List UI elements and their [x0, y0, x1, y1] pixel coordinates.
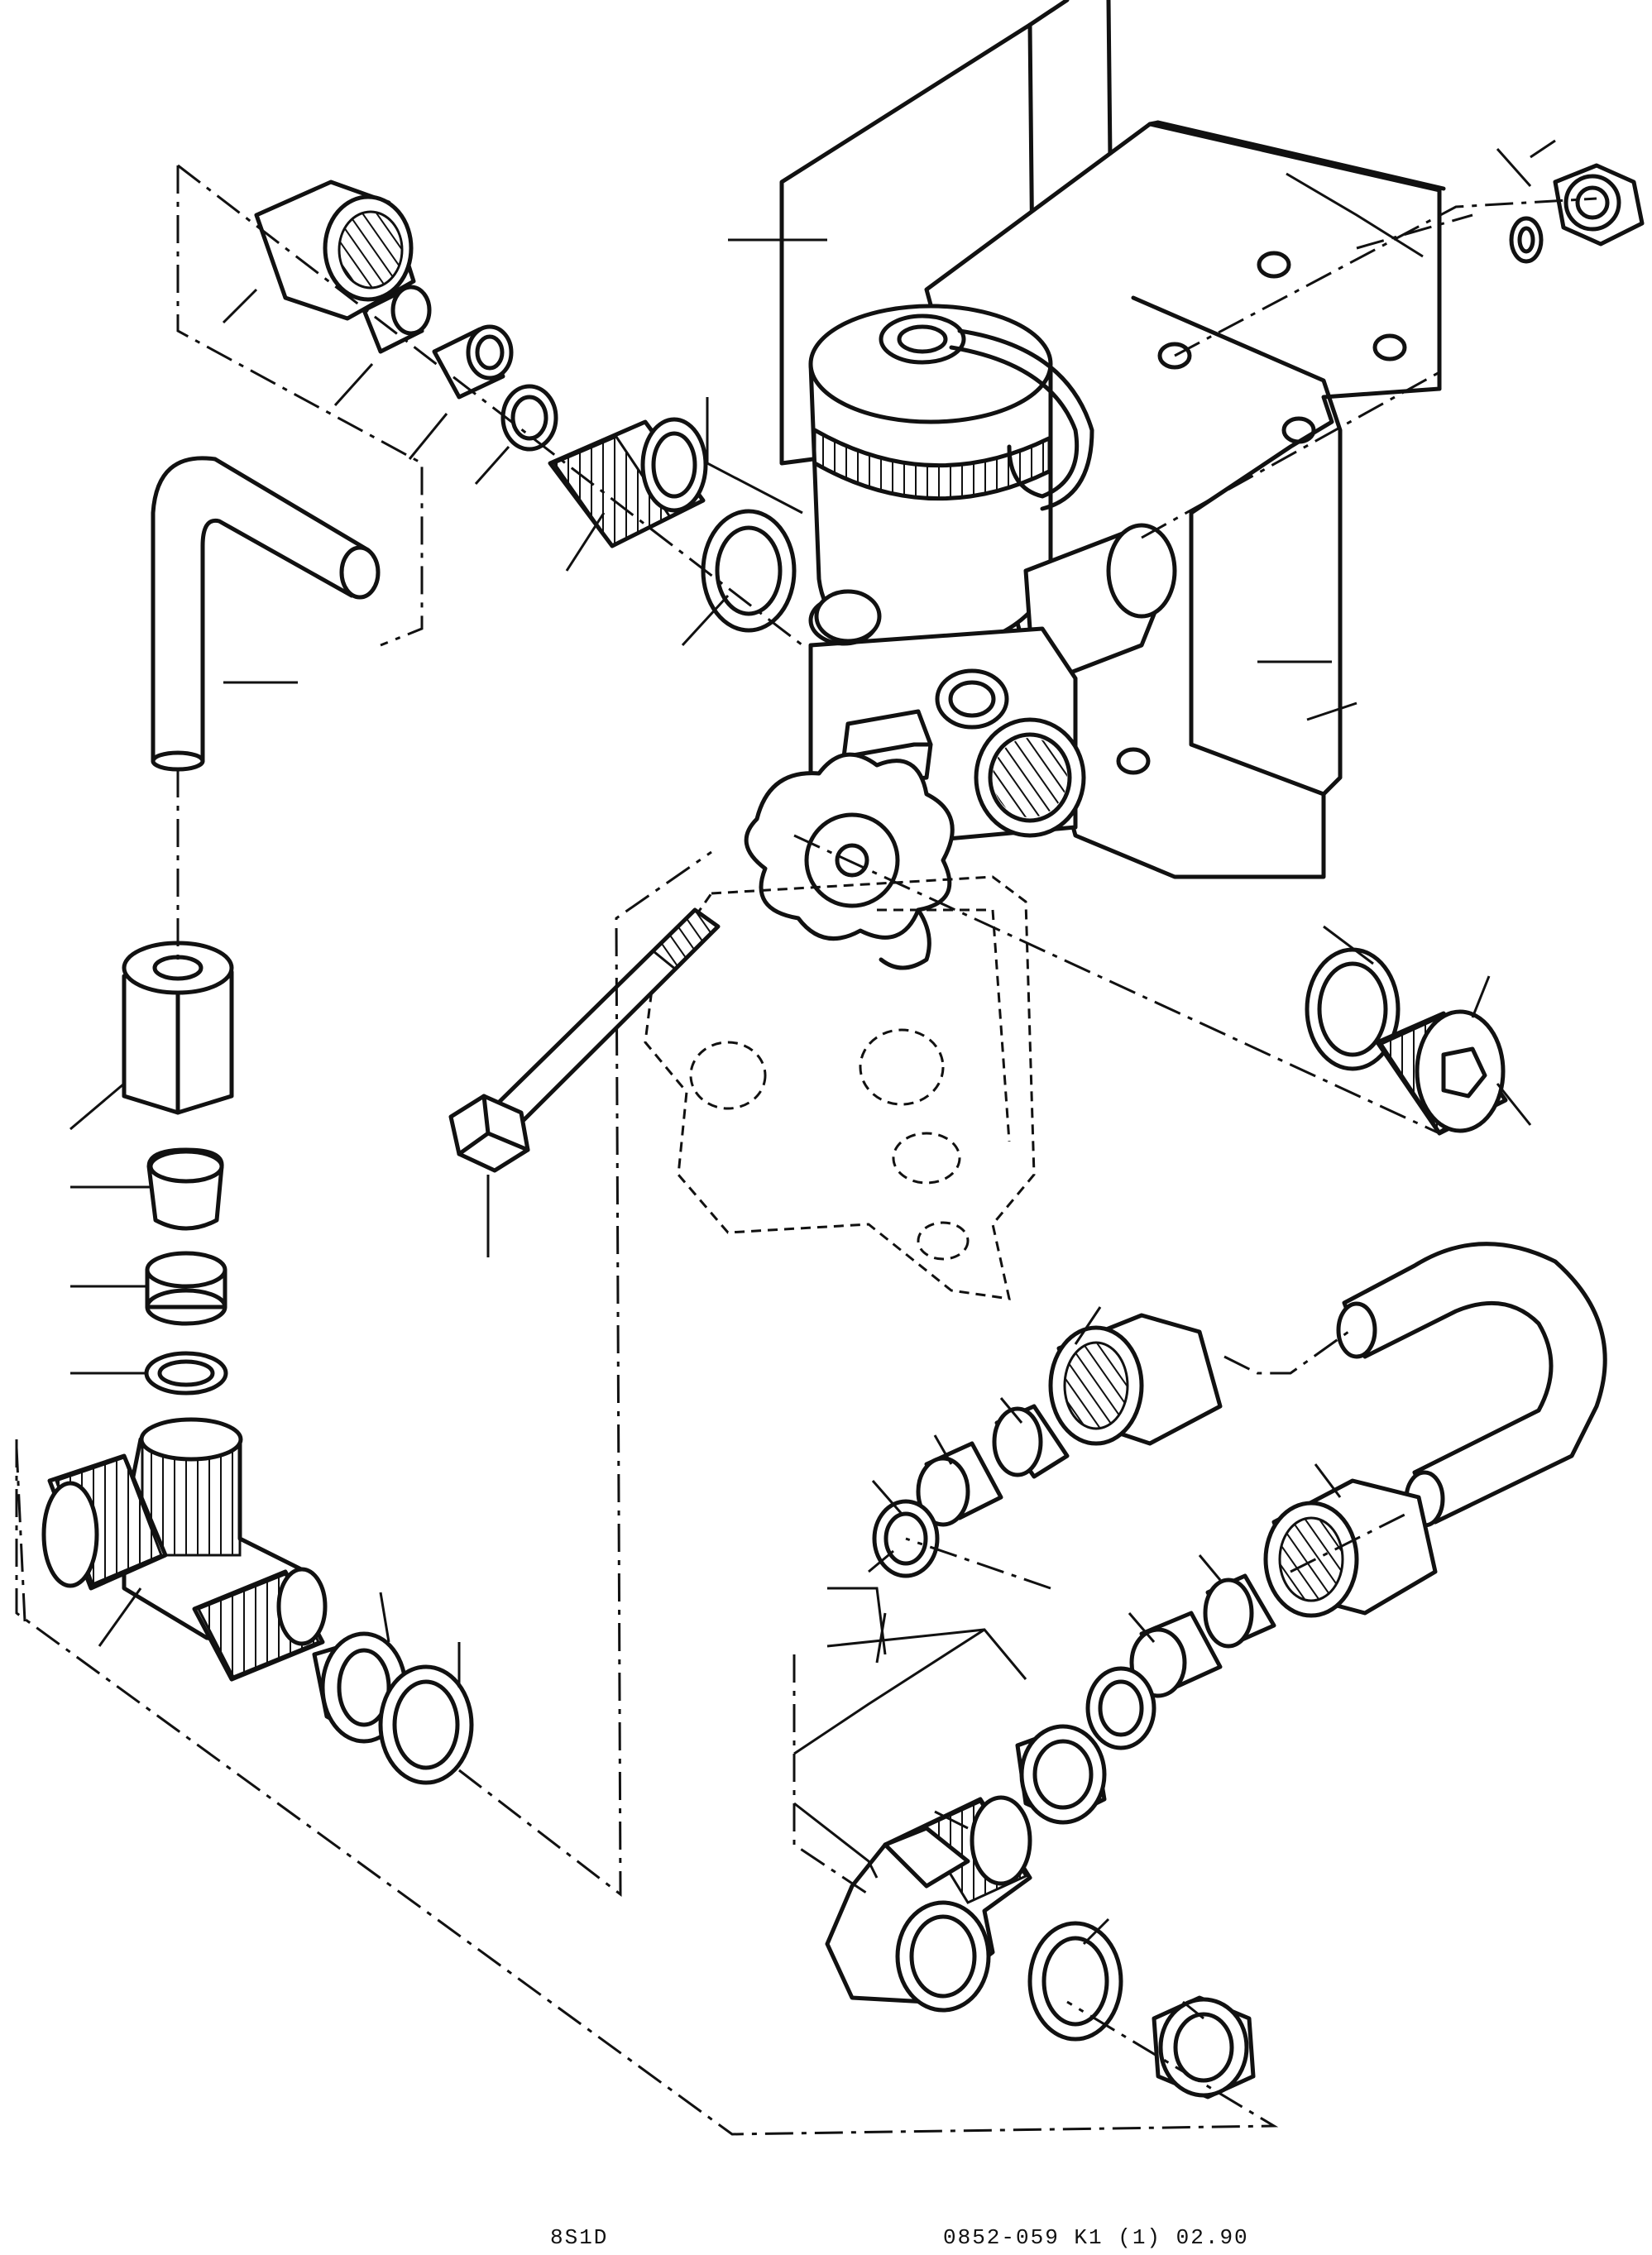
- washer-left-small: [144, 1351, 228, 1396]
- hex-nut-top-right: [1553, 163, 1645, 247]
- union-nut-left: [122, 941, 234, 1115]
- washer-top-left-small: [500, 384, 558, 452]
- u-pipe-right: [1336, 1242, 1607, 1528]
- centre-lines: [15, 164, 1597, 2136]
- olive-ring-right-lower: [1203, 1573, 1276, 1649]
- spring-washer-top-right: [1509, 216, 1544, 264]
- figure-code: 8S1D: [550, 2225, 609, 2250]
- phantom-valve-outline: [644, 875, 1036, 1300]
- long-bolt: [448, 907, 721, 1173]
- olive-ring-left: [146, 1147, 224, 1231]
- sleeve-right-upper: [916, 1441, 1003, 1527]
- lock-nut-elbow: [1015, 1724, 1107, 1825]
- hex-nut-elbow-lower: [1152, 1995, 1256, 2099]
- elbow-fitting: [825, 1795, 1032, 2013]
- sealing-washer-top: [701, 509, 797, 633]
- tee-fitting: [41, 1417, 328, 1682]
- washer-tee-outlet: [378, 1664, 474, 1785]
- sleeve-top-left: [432, 324, 514, 400]
- union-nut-right-upper: [1048, 1313, 1223, 1446]
- washer-right-lower: [1085, 1666, 1156, 1750]
- olive-ring-top-left: [362, 285, 432, 354]
- leader-lines: [69, 139, 1556, 2020]
- bent-pipe-left: [151, 456, 381, 772]
- handwheel: [744, 752, 955, 970]
- filter-bowl: [808, 304, 1094, 656]
- union-nut-top-left: [254, 180, 416, 321]
- bowl-inlet-ring: [814, 589, 882, 644]
- olive-ring-right-upper: [992, 1404, 1070, 1479]
- sleeve-left: [145, 1251, 227, 1326]
- washer-elbow-lower: [1027, 1921, 1123, 2042]
- threaded-adapter-top: [548, 417, 708, 548]
- drawing-reference: 0852-059 K1 (1) 02.90: [943, 2225, 1249, 2250]
- union-nut-right-lower: [1263, 1478, 1438, 1618]
- hex-socket-plug: [1375, 1009, 1508, 1136]
